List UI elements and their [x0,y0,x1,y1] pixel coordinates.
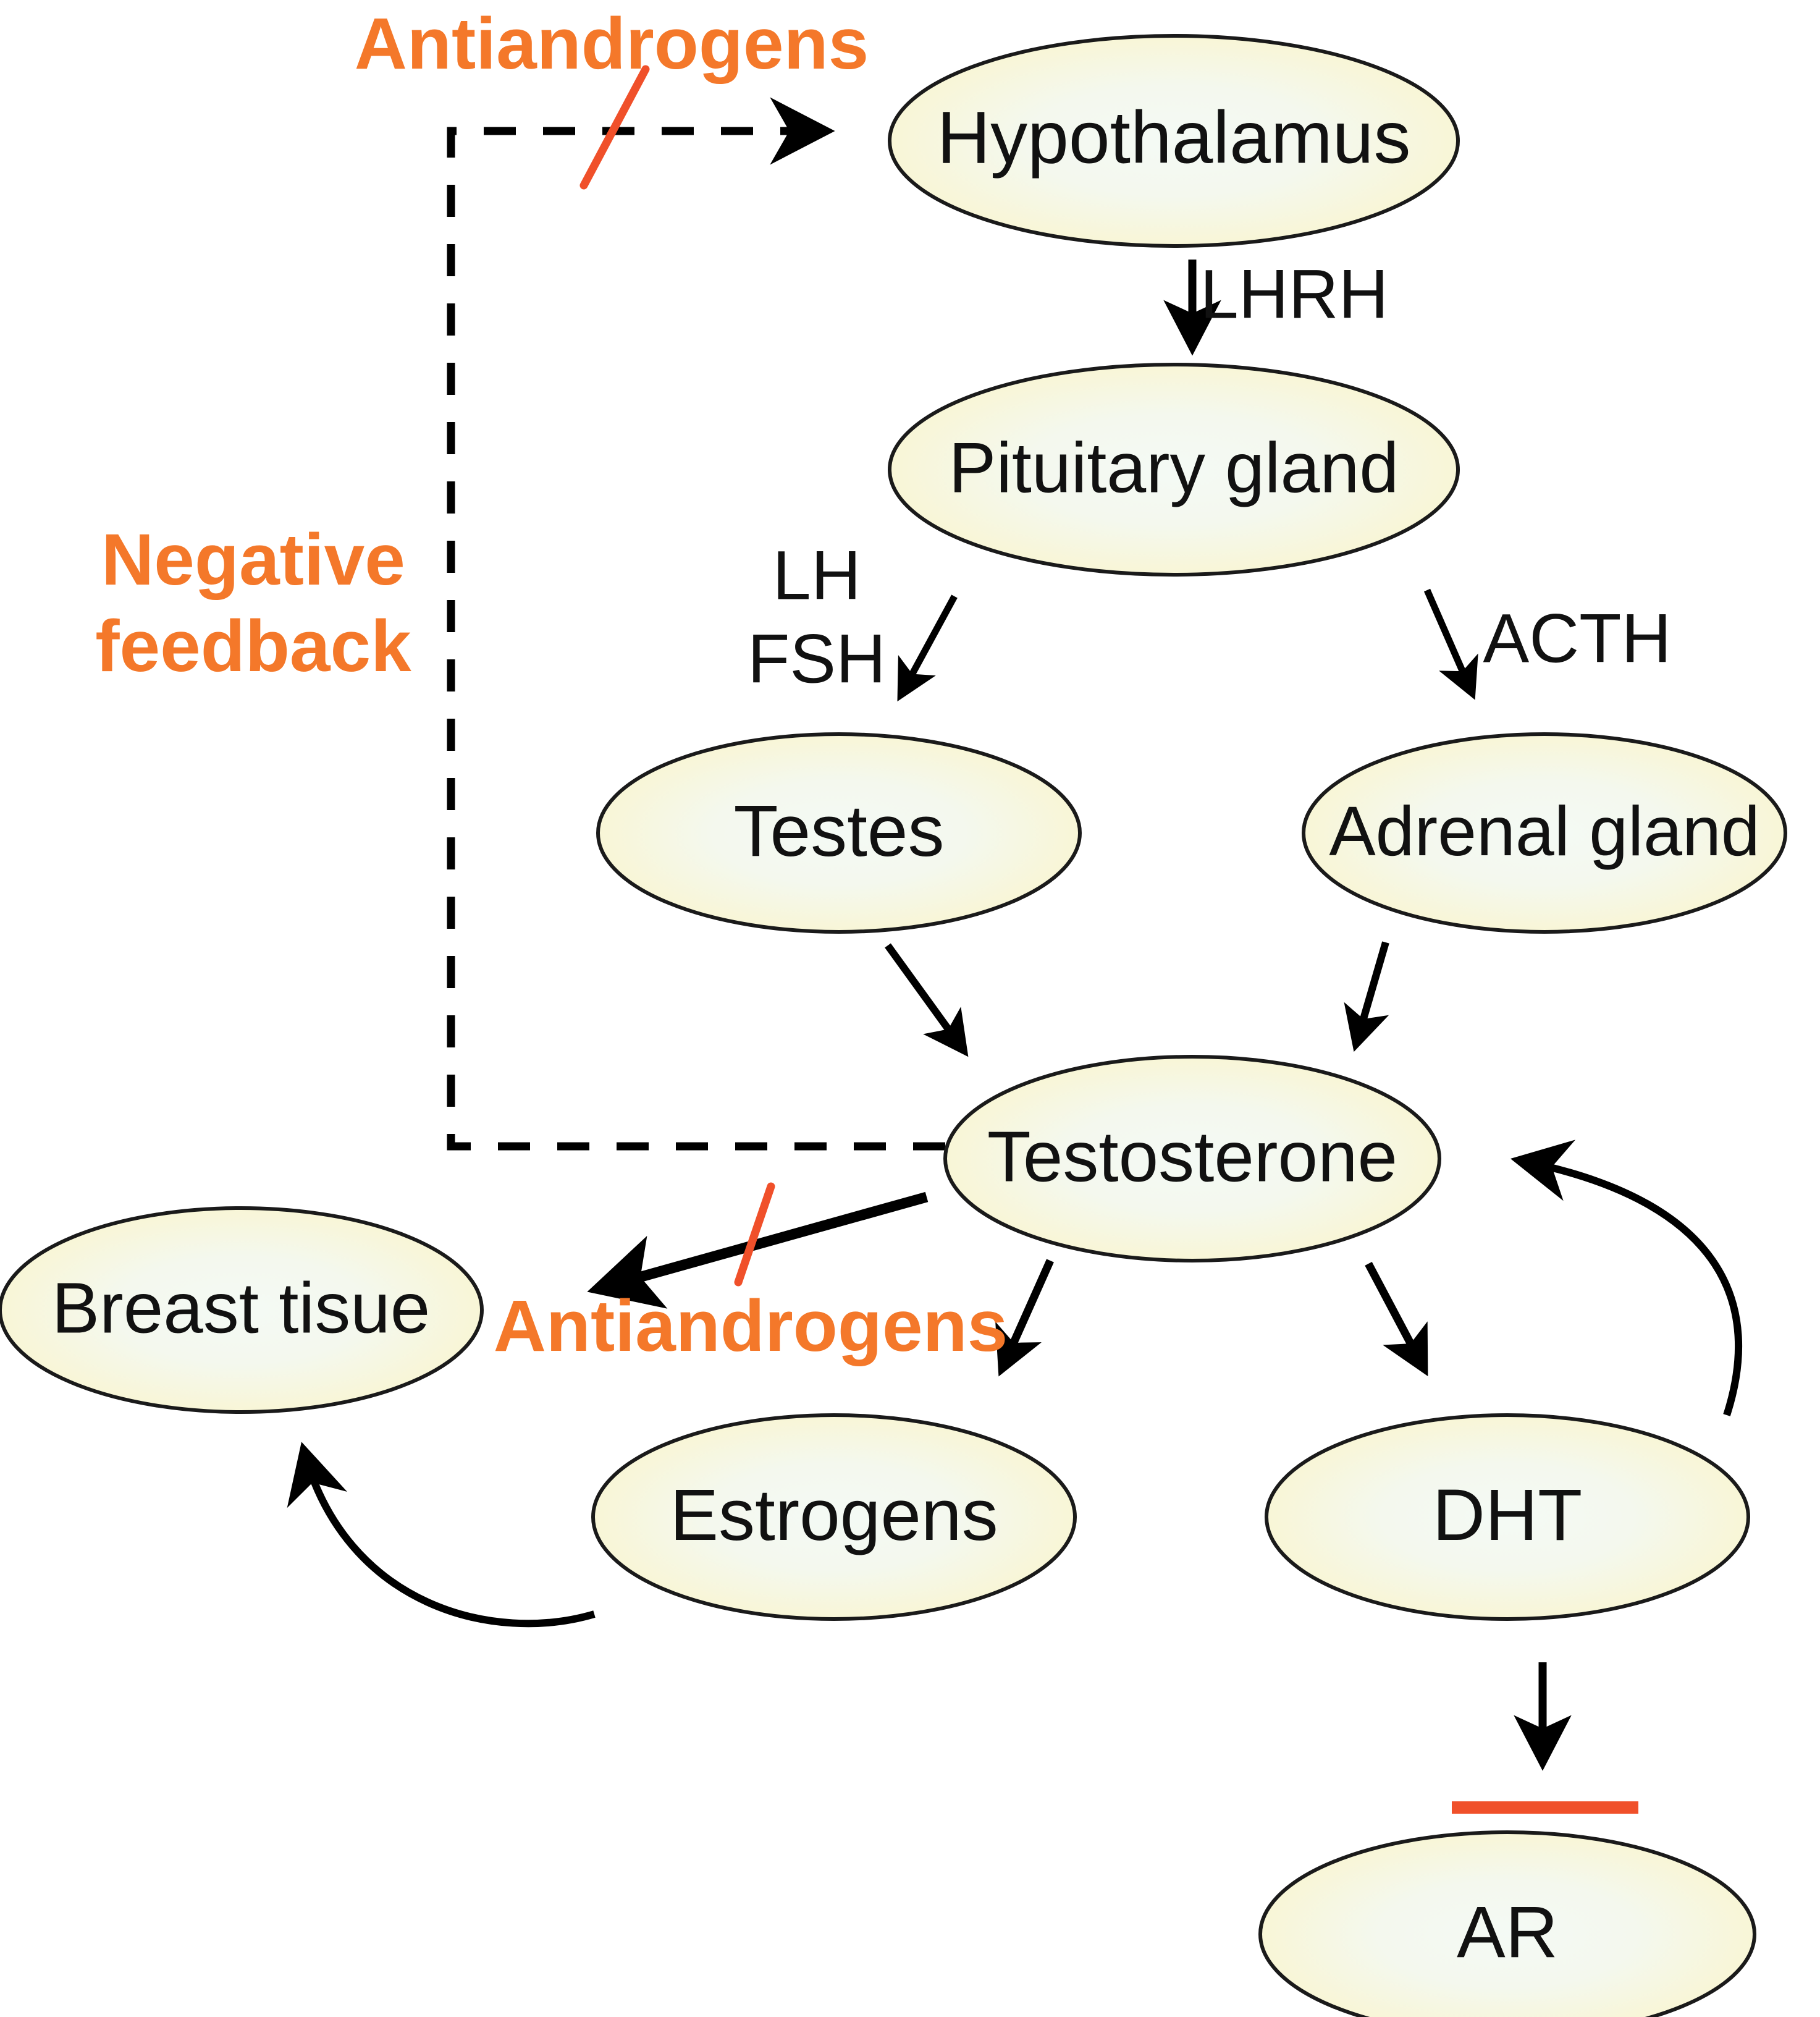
negative-feedback-dashed-line [447,97,945,1151]
node-ar[interactable]: AR [1258,1830,1756,2017]
antiandrogens-top-label: Antiandrogens [355,3,869,85]
edge-pituitary-to-testes [897,594,958,702]
edge-testosterone-to-dht [1365,1261,1428,1377]
pituitary-ellipse[interactable] [888,363,1460,577]
fsh-label: FSH [748,620,886,698]
dht-label: DHT [1433,1474,1583,1556]
edge-dht-to-testosterone [1510,1140,1743,1416]
pituitary-label: Pituitary gland [949,428,1399,507]
testosterone-to-estrogens-arrow [995,1259,1054,1377]
testosterone-ellipse[interactable] [943,1055,1441,1262]
lh-label: LH [772,537,861,614]
hypothalamus-ellipse[interactable] [888,34,1460,248]
edge-testosterone-to-hypothalamus [447,97,945,1151]
dht-feedback-curve [1510,1140,1743,1416]
antiandrogen-block-slash-mid [734,1182,775,1287]
node-dht[interactable]: DHT [1265,1413,1750,1621]
edge-testosterone-to-breast [587,1191,929,1309]
adrenal-gland-ellipse[interactable] [1302,732,1787,934]
node-testes[interactable]: Testes [596,732,1082,934]
testosterone-to-dht-arrow [1365,1261,1428,1377]
testes-label: Testes [733,790,944,872]
edge-testosterone-to-estrogens [995,1259,1054,1377]
estrogens-ellipse[interactable] [591,1413,1077,1621]
acth-arrow [1423,588,1478,700]
estrogens-to-breast-curve [287,1442,596,1628]
antiandrogen-block-slash-top [579,65,650,190]
testes-output-arrow [885,943,969,1057]
edge-dht-to-ar [1452,1662,1638,1814]
lh-fsh-arrow [897,594,958,702]
hypothalamus-label: Hypothalamus [937,96,1410,179]
ar-label: AR [1457,1892,1558,1973]
edge-pituitary-to-adrenal [1423,588,1478,700]
node-pituitary[interactable]: Pituitary gland [888,363,1460,577]
breast-tissue-label: Breast tisue [52,1268,431,1348]
antiandrogens-mid-label: Antiandrogens [494,1285,1008,1367]
testes-ellipse[interactable] [596,732,1082,934]
node-hypothalamus[interactable]: Hypothalamus [888,34,1460,248]
edge-estrogens-to-breast [287,1442,596,1628]
lhrh-label: LHRH [1200,256,1389,333]
node-estrogens[interactable]: Estrogens [591,1413,1077,1621]
testosterone-label: Testosterone [987,1117,1397,1197]
acth-label: ACTH [1483,600,1672,677]
dht-ellipse[interactable] [1265,1413,1750,1621]
edge-testes-to-testosterone [885,943,969,1057]
node-testosterone[interactable]: Testosterone [943,1055,1441,1262]
adrenal-gland-label: Adrenal gland [1329,792,1759,870]
node-breast-tissue[interactable]: Breast tisue [0,1206,484,1414]
edge-adrenal-to-testosterone [1344,941,1389,1052]
estrogens-label: Estrogens [670,1474,998,1556]
ar-ellipse[interactable] [1258,1830,1756,2017]
breast-tissue-ellipse[interactable] [0,1206,484,1414]
negative-feedback-label-line2: feedback [95,606,411,687]
negative-feedback-label-line1: Negative [101,519,405,601]
node-adrenal-gland[interactable]: Adrenal gland [1302,732,1787,934]
testosterone-to-breast-arrow [587,1191,929,1309]
adrenal-output-arrow [1344,941,1389,1052]
